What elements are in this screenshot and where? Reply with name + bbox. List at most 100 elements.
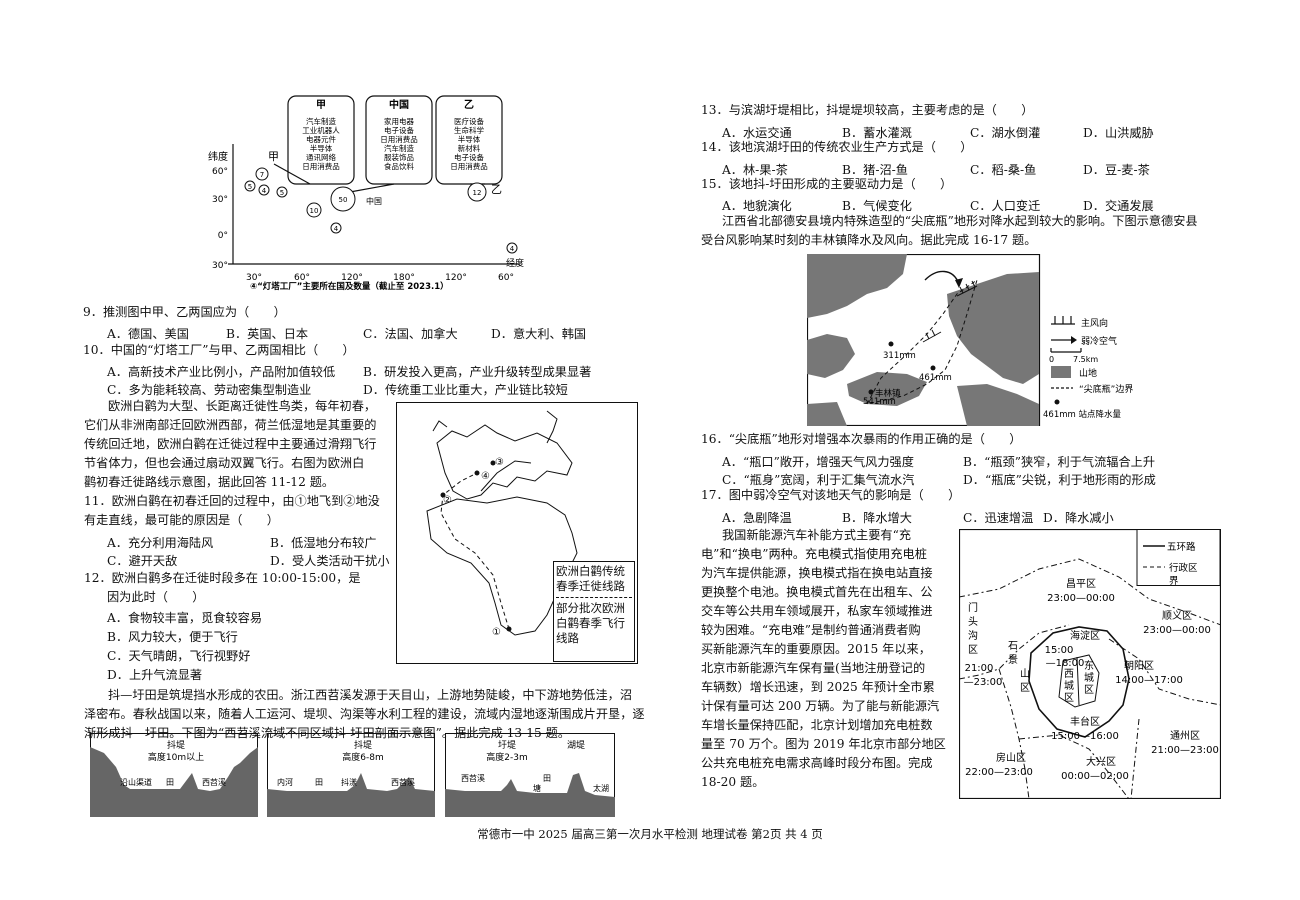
q10-option-d[interactable]: D．传统重工业比重大，产业链比较短 [363, 383, 568, 397]
district-fangshan: 房山区 [996, 751, 1026, 764]
legend-border: “尖底瓶”边界 [1079, 383, 1133, 395]
box-yi-item: 医疗设备 [454, 116, 484, 126]
lighthouse-factory-figure: 甲 中国 乙 汽车制造 工业机器人 电器元件 半导体 通讯网络 日用消费品 家用… [208, 95, 524, 292]
q16-option-a[interactable]: A．“瓶口”敞开，增强天气风力强度 [722, 455, 914, 469]
district-fengtai: 丰台区 [1070, 715, 1100, 728]
legend-ring-road: 五环路 [1167, 541, 1196, 553]
peak-time-tongzhou: 21:00—23:00 [1151, 745, 1219, 756]
point-2-label: ② [443, 495, 452, 506]
peak-time-fangshan: 22:00—23:00 [965, 767, 1033, 778]
peak-time-mentougou: —23:00 [964, 677, 1003, 688]
profile-label: 抖漾 [341, 777, 357, 787]
box-jia-item: 通讯网络 [306, 152, 336, 162]
q10-option-b[interactable]: B．研发投入更高，产业升级转型成果显著 [363, 365, 592, 379]
bottle-terrain-map: 311mm 461mm 541mm 丰林镇 主风向 弱冷空气 0 7.5km 山… [807, 254, 1133, 426]
district-dongcheng: 城 [1084, 672, 1094, 684]
district-shijingshan: 区 [1020, 682, 1030, 694]
lon-axis-label: 经度 [506, 257, 524, 269]
q17-option-d[interactable]: D．降水减小 [1043, 511, 1114, 525]
district-mentougou: 门 [968, 601, 978, 614]
district-shijingshan: 景 [1008, 654, 1018, 666]
q16-option-b[interactable]: B．“瓶颈”狭窄，利于气流辐合上升 [963, 455, 1156, 469]
district-xicheng: 西 [1064, 669, 1074, 680]
factory-count-bubble [306, 202, 322, 218]
q14-option-d[interactable]: D．豆-麦-茶 [1083, 163, 1150, 177]
peak-time-shunyi: 23:00—00:00 [1143, 625, 1211, 636]
lat-tick: 30° [212, 195, 228, 205]
profile-label: 田 [543, 774, 551, 783]
box-china-item: 家用电器 [384, 116, 414, 126]
profile-label: 西苕溪 [391, 777, 415, 787]
legend-mountain: 山地 [1079, 367, 1097, 379]
passage-line: 我国新能源汽车补能方式主要有“充 [722, 528, 912, 542]
box-jia-item: 电器元件 [306, 134, 336, 144]
q12-option-a[interactable]: A．食物较丰富，觅食较容易 [107, 611, 263, 625]
profile-label: 塘 [533, 783, 541, 793]
passage-line: 较为困难。“充电难”是制约普通消费者购 [701, 623, 921, 637]
passage-line: 交车等公共用车领域展开，私家车领域推进 [701, 604, 933, 618]
box-yi-item: 半导体 [458, 134, 481, 144]
q13-option-a[interactable]: A．水运交通 [722, 126, 792, 140]
legend-traditional-route: 欧洲白鹳传统春季迁徙线路 [556, 564, 625, 593]
passage-line: 它们从非洲南部迁回欧洲西部，荷兰低湿地是其重要的 [84, 418, 377, 432]
box-china-item: 服装饰品 [384, 152, 414, 162]
district-dongcheng: 东 [1084, 659, 1094, 672]
factory-count-bubble [276, 186, 288, 198]
passage-line: 鹳初春迁徙路线示意图，据此回答 11-12 题。 [84, 475, 335, 489]
point-1-label: ① [492, 627, 501, 638]
q11-option-d[interactable]: D．受人类活动干扰小 [270, 554, 390, 568]
q11-option-b[interactable]: B．低湿地分布较广 [270, 536, 377, 550]
lon-tick: 180° [393, 273, 415, 283]
q13-option-c[interactable]: C．湖水倒灌 [970, 126, 1041, 140]
q16-option-c[interactable]: C．“瓶身”宽阔，利于汇集气流水汽 [722, 473, 915, 487]
q15-option-a[interactable]: A．地貌演化 [722, 199, 792, 213]
q17-option-c[interactable]: C．迅速增温 [963, 511, 1034, 525]
q14-option-b[interactable]: B．猪-沼-鱼 [842, 163, 908, 177]
q11-option-c[interactable]: C．避开天敌 [107, 554, 178, 568]
box-china-title: 中国 [389, 98, 409, 111]
q9-option-d[interactable]: D．意大利、韩国 [491, 327, 587, 341]
station-precip: 461mm [919, 373, 952, 383]
q12-option-d[interactable]: D．上升气流显著 [107, 668, 203, 682]
box-jia-title: 甲 [316, 99, 326, 111]
q9-option-c[interactable]: C．法国、加拿大 [363, 327, 458, 341]
q11-option-a[interactable]: A．充分利用海陆风 [107, 536, 214, 550]
peak-time-haidian: 15:00 [1045, 645, 1074, 656]
q13-option-d[interactable]: D．山洪威胁 [1083, 126, 1154, 140]
q15-option-b[interactable]: B．气候变化 [842, 199, 912, 213]
q9-option-b[interactable]: B．英国、日本 [226, 327, 309, 341]
bubble-value: 5 [280, 189, 284, 197]
dike-height: 高度10m以上 [148, 751, 204, 763]
q10-option-a[interactable]: A．高新技术产业比例小，产品附加值较低 [107, 365, 336, 379]
q17-option-a[interactable]: A．急剧降温 [722, 511, 792, 525]
q15-option-d[interactable]: D．交通发展 [1083, 199, 1154, 213]
q16-option-d[interactable]: D．“瓶底”尖锐，利于地形雨的形成 [963, 473, 1156, 487]
q13-option-b[interactable]: B．蓄水灌溉 [842, 126, 912, 140]
profile-label: 西苕溪 [202, 777, 226, 787]
q17-option-b[interactable]: B．降水增大 [842, 511, 912, 525]
point-3-label: ③ [495, 457, 504, 468]
passage-line: 欧洲白鹳为大型、长距离迁徙性鸟类，每年初春， [108, 399, 377, 413]
box-china [365, 95, 433, 185]
dike-height: 高度6-8m [342, 751, 383, 763]
q9-option-a[interactable]: A．德国、美国 [107, 327, 189, 341]
passage-line: 江西省北部德安县境内特殊造型的“尖底瓶”地形对降水起到较大的影响。下图示意德安县 [722, 214, 1198, 228]
q12-option-b[interactable]: B．风力较大，便于飞行 [107, 630, 238, 644]
q16-stem: 16．“尖底瓶”地形对增强本次暴雨的作用正确的是（ ） [701, 432, 1022, 446]
district-tongzhou: 通州区 [1170, 730, 1200, 742]
q12-option-c[interactable]: C．天气晴朗，飞行视野好 [107, 649, 251, 663]
q10-option-c[interactable]: C．多为能耗较高、劳动密集型制造业 [107, 383, 312, 397]
bubble-value: 4 [334, 225, 339, 233]
q10-stem: 10．中国的“灯塔工厂”与甲、乙两国相比（ ） [83, 343, 355, 357]
profile-diagram-2: 抖堤 高度6-8m 内河 田 抖漾 西苕溪 [267, 733, 435, 817]
q14-option-a[interactable]: A．林-果-茶 [722, 163, 788, 177]
legend-rain: 461mm 站点降水量 [1043, 409, 1121, 420]
scale-end: 7.5km [1073, 355, 1098, 364]
q15-option-c[interactable]: C．人口变迁 [970, 199, 1041, 213]
factory-count-bubble [506, 242, 518, 254]
box-jia-item: 汽车制造 [306, 116, 336, 126]
box-yi-title: 乙 [464, 99, 474, 111]
district-changping: 昌平区 [1066, 578, 1096, 590]
q11-stem-line1: 11．欧洲白鹳在初春迁回的过程中，由①地飞到②地没 [84, 494, 380, 508]
q14-option-c[interactable]: C．稻-桑-鱼 [970, 163, 1037, 177]
